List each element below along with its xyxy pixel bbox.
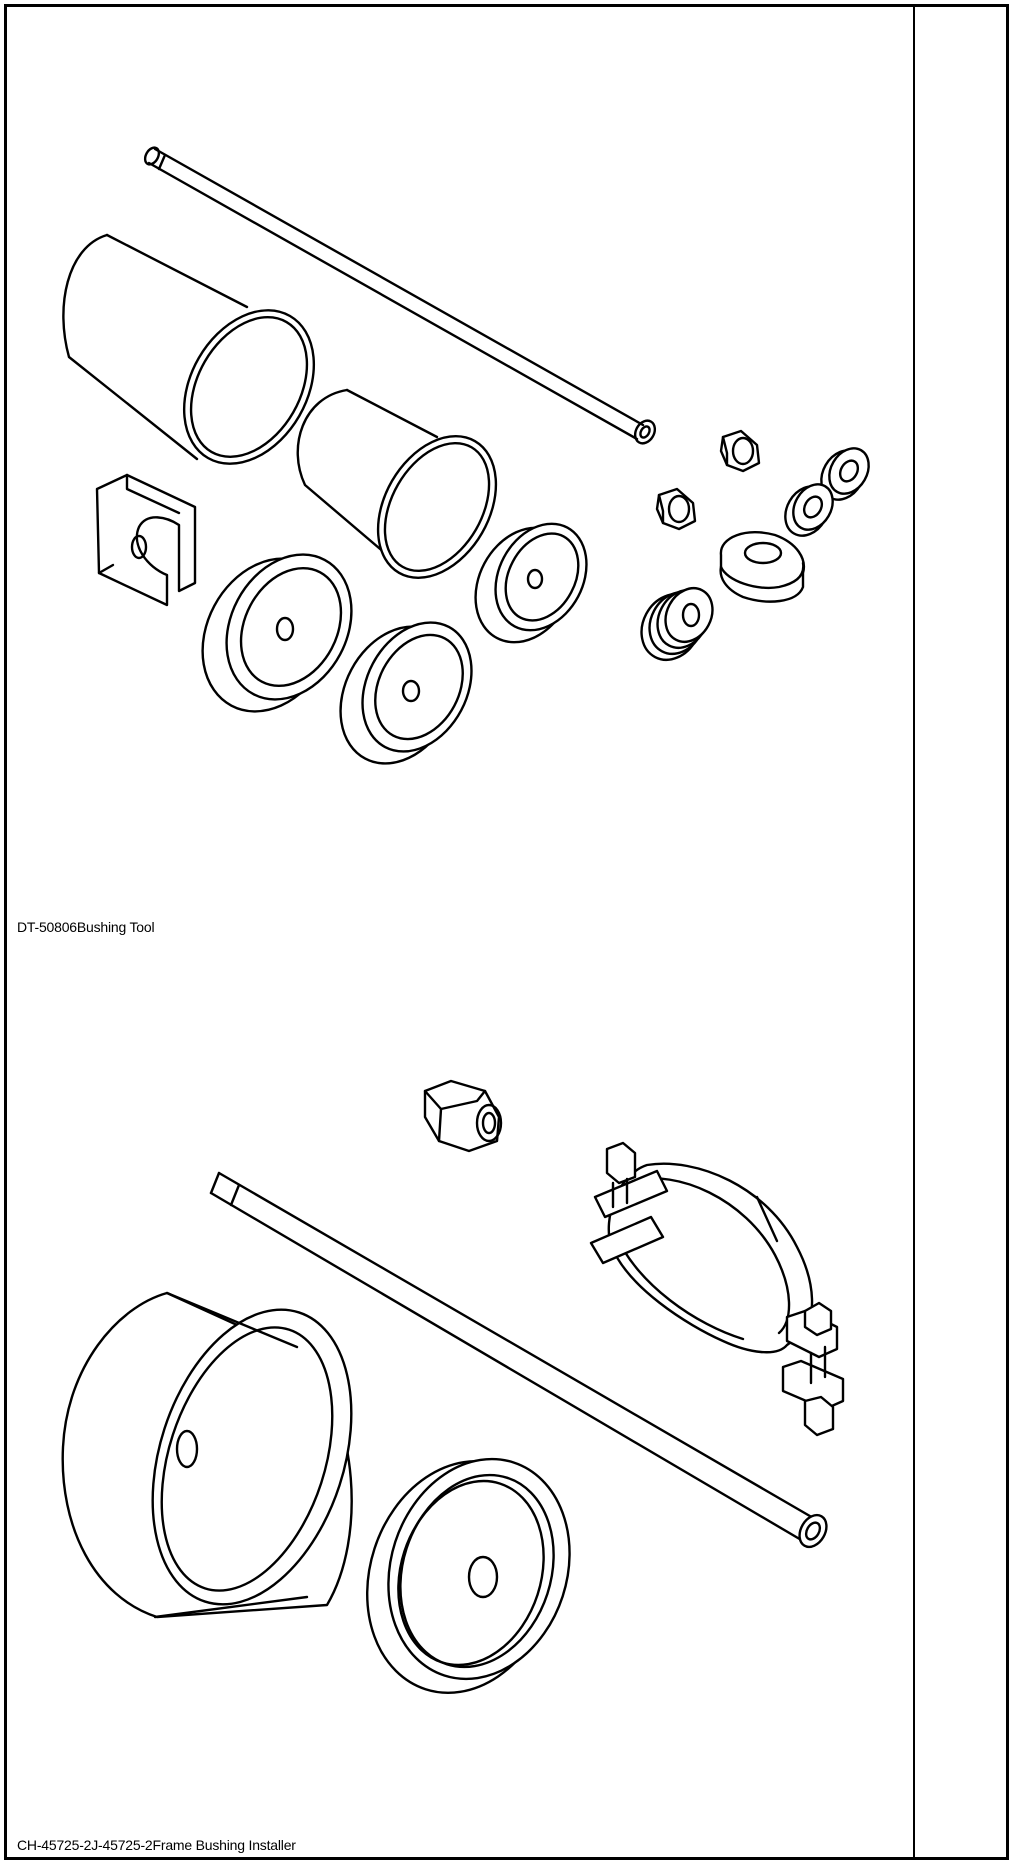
receiver-cup [61,1291,353,1619]
hex-nut-2 [655,487,697,531]
installer-disc-1 [201,553,353,713]
frame-bushing-installer-drawing [61,1079,845,1694]
installer-disc [366,1457,571,1694]
side-column-rule [913,7,915,1857]
figure-2-caption: CH-45725-2J-45725-2Frame Bushing Install… [17,1837,296,1853]
threaded-rod-1 [143,146,657,445]
threaded-rod-2 [209,1171,828,1549]
thrust-bearing [719,531,806,603]
installer-disc-2 [339,621,473,765]
washer-1 [820,447,870,501]
large-receiver-cup [62,233,316,465]
figure-1-caption: DT-50806Bushing Tool [17,919,155,935]
hex-nut-1 [719,429,761,473]
bushing-tool-parts-drawing [62,146,870,765]
split-adapter [95,473,197,607]
threaded-spacer [640,587,714,661]
document-sheet: DT-50806Bushing Tool [4,4,1009,1860]
frame-clamp [589,1141,845,1437]
washer-2 [784,483,834,537]
figure-2-illustration [7,1057,913,1837]
installer-disc-3 [474,522,588,644]
medium-receiver-cup [296,388,498,579]
figure-1-illustration [7,107,913,787]
hex-nut [423,1079,503,1153]
